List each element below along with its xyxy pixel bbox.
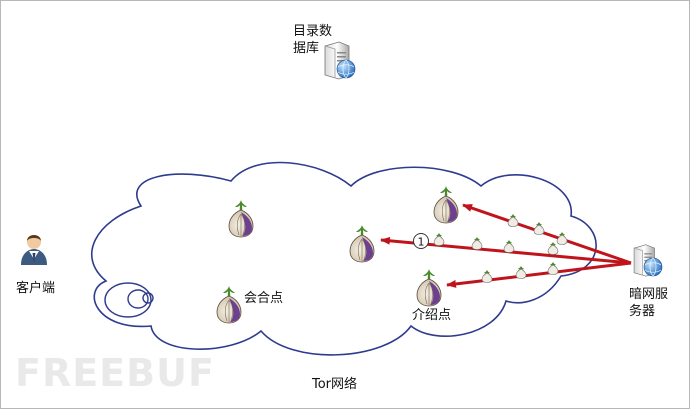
globe-icon (643, 257, 663, 277)
cloud-loops (104, 282, 154, 318)
directory-db-label: 目录数据库 (293, 24, 333, 56)
arrow-to-intro-point (446, 261, 632, 288)
client-label: 客户端 (16, 281, 56, 296)
watermark: FREEBUF (15, 351, 215, 395)
intro-point-label: 介绍点 (412, 308, 452, 323)
tor-network-label: Tor网络 (312, 377, 358, 392)
arrow-to-router-top (462, 203, 632, 265)
meeting-point-label: 会合点 (244, 291, 284, 306)
user-icon (21, 235, 47, 265)
directory-database-server (324, 41, 356, 80)
globe-icon (336, 59, 356, 79)
step-marker: 1 (413, 233, 429, 249)
hidden-service-server (633, 244, 663, 277)
tor-network-cloud (90, 161, 597, 356)
hidden-server-label: 暗网服务器 (629, 287, 669, 319)
step-marker-label: 1 (418, 236, 425, 249)
